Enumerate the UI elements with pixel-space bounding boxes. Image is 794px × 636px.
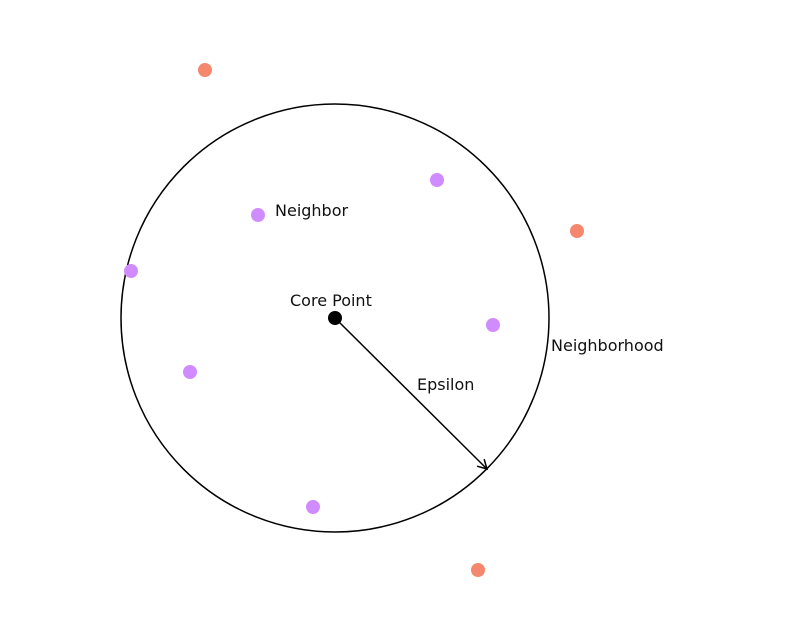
neighbor-point (306, 500, 320, 514)
epsilon-label: Epsilon (417, 375, 474, 394)
core-point-label: Core Point (290, 291, 372, 310)
neighbor-point (183, 365, 197, 379)
neighbor-point (430, 173, 444, 187)
neighborhood-label: Neighborhood (551, 336, 664, 355)
epsilon-arrow (334, 317, 489, 471)
neighbor-point (124, 264, 138, 278)
neighbor-point (251, 208, 265, 222)
neighbor-label: Neighbor (275, 201, 349, 220)
core-point (328, 311, 342, 325)
outlier-point (570, 224, 584, 238)
neighbor-point (486, 318, 500, 332)
neighborhood-circle (120, 103, 550, 533)
outlier-point (471, 563, 485, 577)
outlier-point (198, 63, 212, 77)
